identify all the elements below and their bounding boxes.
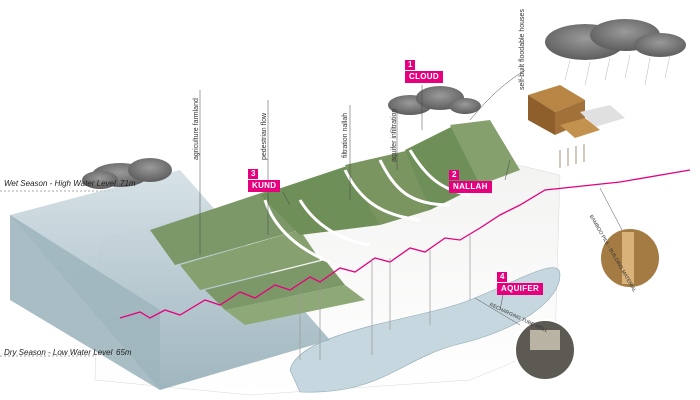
tube-well-detail — [514, 319, 576, 381]
floodable-houses — [528, 85, 625, 168]
infiltration-piles — [299, 235, 471, 360]
cloud-right — [545, 19, 686, 86]
wet-season-value: 71m — [120, 179, 136, 188]
cloud-center — [388, 86, 481, 115]
dry-season-label: Dry Season - Low Water Level — [4, 348, 112, 357]
vertical-label-aquifer: aquifer infiltration — [391, 108, 398, 162]
callout-4-tag: AQUIFER — [497, 283, 544, 295]
wet-season-text: Wet Season - High Water Level — [4, 179, 116, 188]
callout-3-number: 3 — [248, 169, 259, 179]
aquifer-water — [289, 267, 561, 393]
vertical-label-houses: self-built floodable houses — [519, 9, 526, 90]
terraces — [150, 120, 520, 325]
callout-3-tag: KUND — [248, 180, 281, 192]
reservoir-water — [10, 170, 330, 390]
callout-4-number: 4 — [497, 272, 508, 282]
callout-1-number: 1 — [405, 60, 416, 70]
vertical-label-pedestrian: pedestrian flow — [261, 112, 268, 160]
callout-2-tag: NALLAH — [449, 181, 492, 193]
cloud-left — [82, 158, 172, 189]
ground-profile-line — [119, 169, 691, 319]
leader-lines — [199, 69, 526, 311]
vertical-label-agriculture: agriculture farmland — [193, 98, 200, 160]
dry-season-text: Dry Season - Low Water Level — [4, 348, 113, 357]
bamboo-detail — [599, 227, 661, 289]
callout-1-tag: CLOUD — [405, 71, 443, 83]
channel-walls — [263, 149, 471, 264]
wet-season-label: Wet Season - High Water Level — [4, 179, 116, 188]
vertical-label-filtration: filtration nallah — [342, 112, 349, 158]
dry-season-value: 65m — [116, 348, 132, 357]
callout-2-number: 2 — [449, 170, 460, 180]
